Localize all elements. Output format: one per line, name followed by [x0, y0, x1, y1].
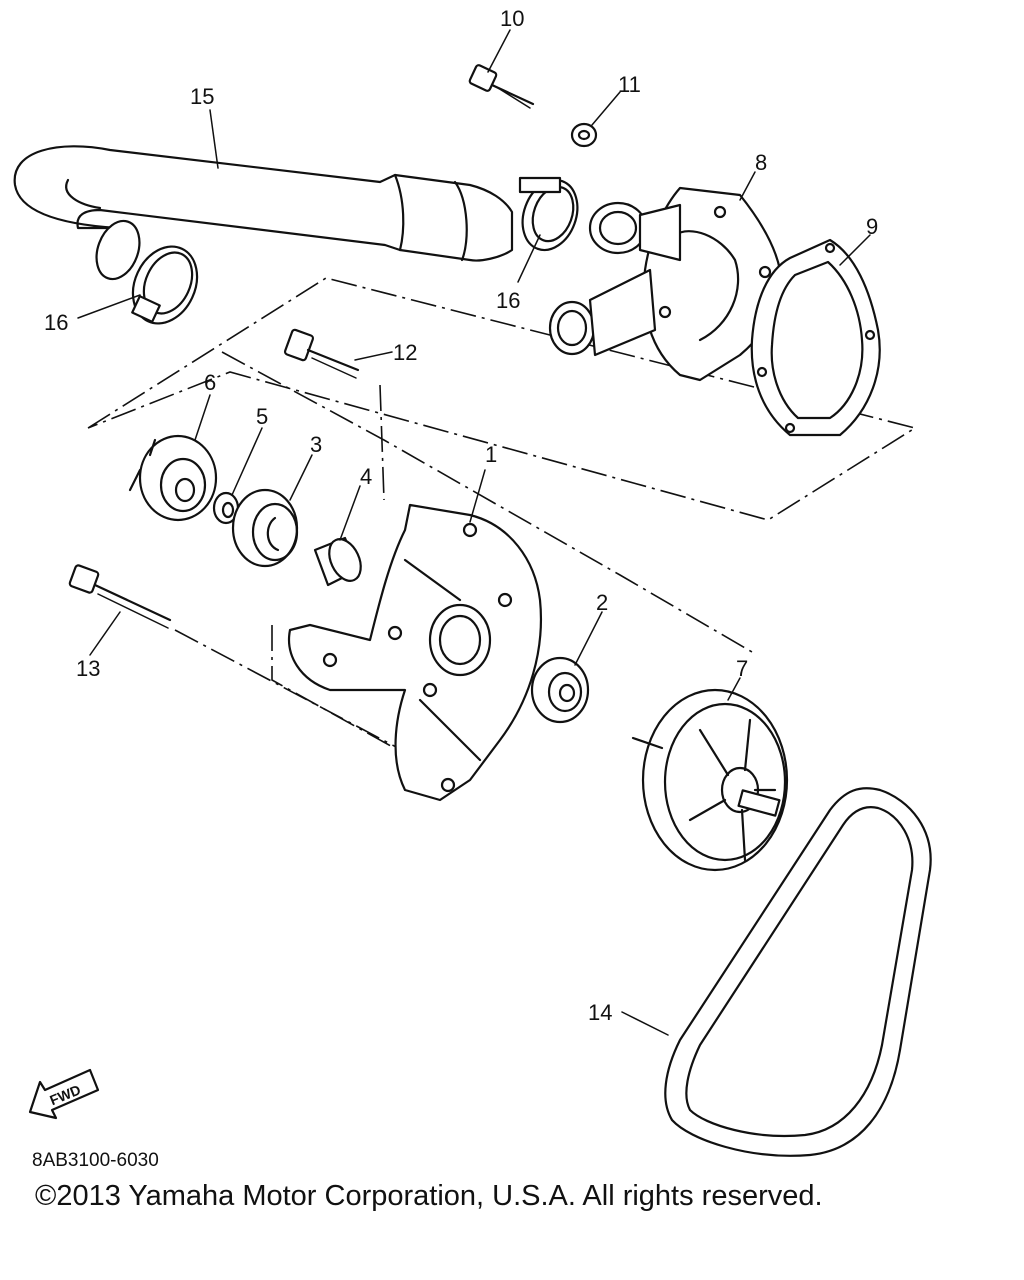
hose: [13, 145, 514, 281]
leader-lines: [77, 29, 871, 1036]
callout-2: 2: [596, 590, 608, 615]
pump-gasket: [750, 238, 881, 437]
callout-15: 15: [190, 84, 214, 109]
callout-13: 13: [76, 656, 100, 681]
callout-16-right: 16: [496, 288, 520, 313]
pump-cover: [548, 186, 782, 382]
forward-arrow-icon: FWD: [28, 1068, 100, 1120]
pump-housing: [287, 503, 543, 802]
part-code: 8AB3100-6030: [32, 1150, 159, 1171]
mechanical-seal: [231, 488, 299, 568]
callout-8: 8: [755, 150, 767, 175]
callout-6: 6: [204, 370, 216, 395]
callout-5: 5: [256, 404, 268, 429]
callout-1: 1: [485, 442, 497, 467]
callout-11: 11: [618, 72, 641, 97]
impeller: [128, 434, 218, 522]
bearing: [530, 656, 590, 724]
callout-12: 12: [393, 340, 417, 365]
hose-clamp-left: [131, 245, 199, 325]
callout-4: 4: [360, 464, 372, 489]
callout-10: 10: [500, 6, 524, 31]
callout-16-left: 16: [44, 310, 68, 335]
bolt-13: [68, 564, 172, 629]
hose-clamp-right: [518, 176, 579, 252]
copyright-notice: ©2013 Yamaha Motor Corporation, U.S.A. A…: [35, 1180, 823, 1212]
callout-3: 3: [310, 432, 322, 457]
bolt-12: [283, 328, 360, 379]
v-belt: [664, 787, 932, 1157]
collar: [313, 536, 362, 587]
bolt-10: [468, 64, 535, 109]
callout-14: 14: [588, 1000, 612, 1025]
assembly-frame: [87, 277, 918, 751]
callouts: 1 2 3 4 5 6 7 8 9 10 11 12 13 14 15 16 1…: [44, 6, 878, 1025]
pulley: [631, 688, 789, 872]
callout-9: 9: [866, 214, 878, 239]
washer-11: [570, 122, 598, 148]
callout-7: 7: [736, 656, 748, 681]
